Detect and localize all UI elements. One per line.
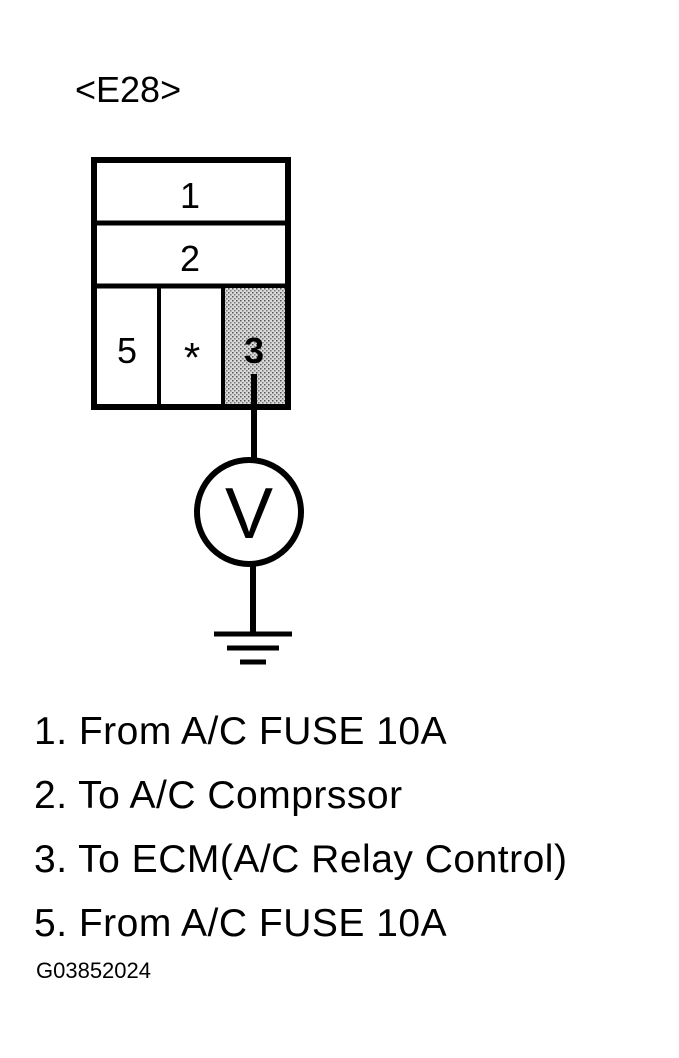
pin-star-label: *	[184, 334, 200, 381]
voltmeter-icon	[194, 457, 304, 567]
voltmeter-symbol: V	[225, 474, 273, 554]
pin-1-label: 1	[180, 175, 200, 216]
pin-2-label: 2	[180, 238, 200, 279]
pin-5-label: 5	[117, 330, 137, 371]
pin-legend: 1. From A/C FUSE 10A 2. To A/C Comprssor…	[34, 700, 567, 956]
legend-item-3: 3. To ECM(A/C Relay Control)	[34, 838, 568, 881]
pin-3-label: 3	[244, 330, 264, 371]
figure-code: G03852024	[36, 958, 151, 983]
legend-item-2: 2. To A/C Comprssor	[34, 774, 403, 817]
legend-item-1: 1. From A/C FUSE 10A	[34, 710, 448, 753]
legend-item-5: 5. From A/C FUSE 10A	[34, 902, 448, 945]
connector-label: <E28>	[75, 69, 182, 110]
ground-icon	[214, 631, 292, 665]
